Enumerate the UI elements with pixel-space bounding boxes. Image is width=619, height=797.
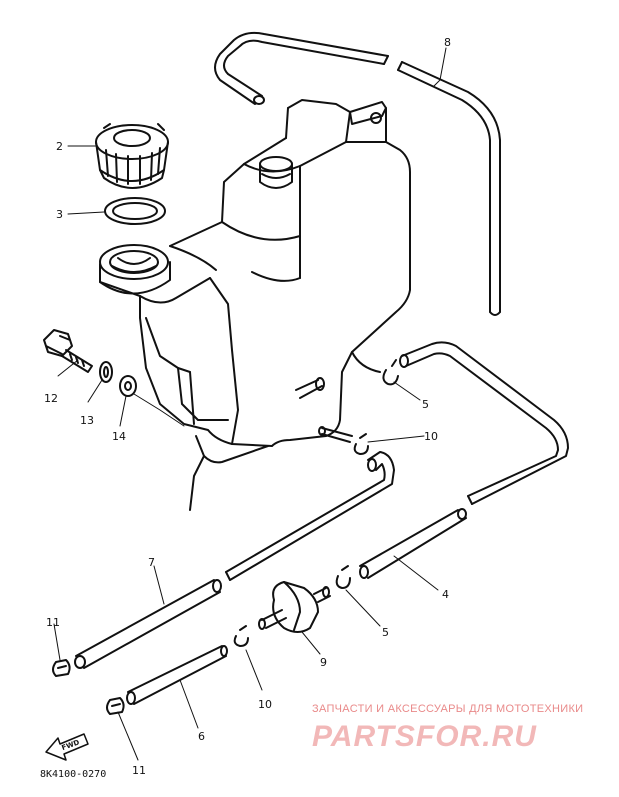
cap-2 [95, 123, 169, 189]
fuel-filter-9 [258, 581, 331, 633]
forward-arrow-icon: FWD [45, 733, 89, 761]
label-part-4: 4 [442, 588, 449, 601]
forward-arrow-label: FWD [61, 738, 81, 752]
washer-14 [119, 375, 185, 427]
watermark-tagline: ЗАПЧАСТИ И АКСЕССУАРЫ ДЛЯ МОТОТЕХНИКИ [312, 703, 583, 715]
reservoir-tank [139, 99, 411, 511]
clip-10-upper [353, 433, 369, 455]
bolt-12 [43, 329, 93, 373]
label-part-12: 12 [44, 392, 58, 405]
part-labels: 2 3 4 5 5 6 7 8 9 10 10 11 11 12 13 14 [44, 36, 451, 777]
leader-lines [53, 47, 447, 761]
hose-7 [74, 579, 222, 669]
label-part-9: 9 [320, 656, 327, 669]
hose-right-long [399, 341, 569, 505]
filler-neck [99, 244, 217, 297]
watermark-brand: PARTSFOR.RU [312, 720, 537, 753]
label-part-10-upper: 10 [424, 430, 438, 443]
label-part-11-lower: 11 [132, 764, 146, 777]
label-part-6: 6 [198, 730, 205, 743]
hose-8 [214, 31, 501, 316]
washer-13 [99, 361, 113, 383]
watermark: ЗАПЧАСТИ И АКСЕССУАРЫ ДЛЯ МОТОТЕХНИКИ PA… [312, 703, 583, 753]
hose-6 [126, 645, 228, 705]
label-part-14: 14 [112, 430, 126, 443]
label-part-11-upper: 11 [46, 616, 60, 629]
label-part-8: 8 [444, 36, 451, 49]
hose-4 [359, 508, 467, 579]
label-part-5-lower: 5 [382, 626, 389, 639]
clip-5-lower [335, 565, 351, 589]
label-part-7: 7 [148, 556, 155, 569]
label-part-13: 13 [80, 414, 94, 427]
label-part-3: 3 [56, 208, 63, 221]
clip-11-upper [52, 659, 71, 677]
label-part-10-lower: 10 [258, 698, 272, 711]
gasket-3 [104, 197, 166, 225]
diagram-code: 8K4100-0270 [40, 769, 106, 780]
label-part-5-upper: 5 [422, 398, 429, 411]
clip-5-upper [382, 359, 399, 386]
clip-10-lower [233, 625, 249, 647]
clip-11-lower [106, 697, 125, 715]
hose-upper-middle [225, 451, 395, 581]
label-part-2: 2 [56, 140, 63, 153]
